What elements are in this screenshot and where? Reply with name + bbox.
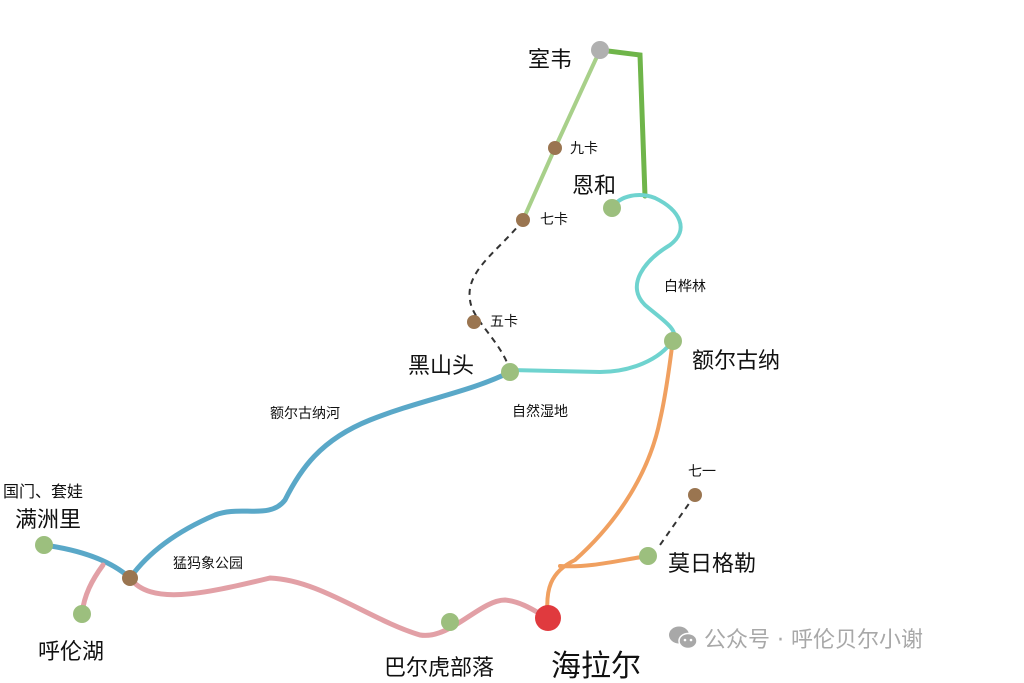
label-manzhouli: 满洲里 [15,508,82,533]
label-mengmaxiang: 猛犸象公园 [173,556,243,572]
route-qiyi-dashed [659,494,696,546]
node-qiyi[interactable] [688,488,702,502]
wechat-icon [669,626,698,650]
route-qika-heishantou-dashed [468,219,524,371]
label-qiyi: 七一 [688,464,716,480]
label-qika: 七卡 [540,212,568,228]
label-jiuka: 九卡 [570,141,598,157]
node-wuka[interactable] [467,315,481,329]
label-baerhu: 巴尔虎部落 [384,656,495,681]
label-enhe: 恩和 [572,174,617,199]
node-enhe[interactable] [603,199,621,217]
node-heishantou[interactable] [501,363,519,381]
label-ergunahe: 额尔古纳河 [270,406,340,422]
route-hailaer-erguna-orange [545,338,675,620]
label-guomen: 国门、套娃 [3,482,84,501]
node-hailaer[interactable] [535,605,561,631]
label-morigele: 莫日格勒 [668,552,757,577]
node-jiuka[interactable] [548,141,562,155]
route-shiwei-enhe-green [597,47,648,199]
route-heishantou-manzhouli-blue [127,369,513,581]
node-hulunhu[interactable] [73,605,91,623]
label-hulunhu: 呼伦湖 [38,640,105,665]
route-enhe-heishantou-teal [508,193,683,375]
node-baerhu[interactable] [441,613,459,631]
node-shiwei[interactable] [591,41,609,59]
label-ziranshidi: 自然湿地 [512,404,568,420]
label-heishantou: 黑山头 [408,354,475,379]
node-morigele[interactable] [639,547,657,565]
node-erguna[interactable] [664,332,682,350]
label-shiwei: 室韦 [528,48,573,73]
label-hailaer: 海拉尔 [551,649,641,683]
label-baihualin: 白桦林 [664,279,706,295]
node-qika[interactable] [516,213,530,227]
node-manzhouli[interactable] [35,536,53,554]
route-manzhouli-junction-blue [41,542,133,581]
label-erguna: 额尔古纳 [692,349,781,374]
watermark: 公众号 · 呼伦贝尔小谢 [668,622,923,654]
watermark-text: 公众号 · 呼伦贝尔小谢 [704,628,923,653]
route-junction-hailaer-pink [127,575,551,638]
node-mengmaxiang[interactable] [122,570,138,586]
label-wuka: 五卡 [490,314,518,330]
